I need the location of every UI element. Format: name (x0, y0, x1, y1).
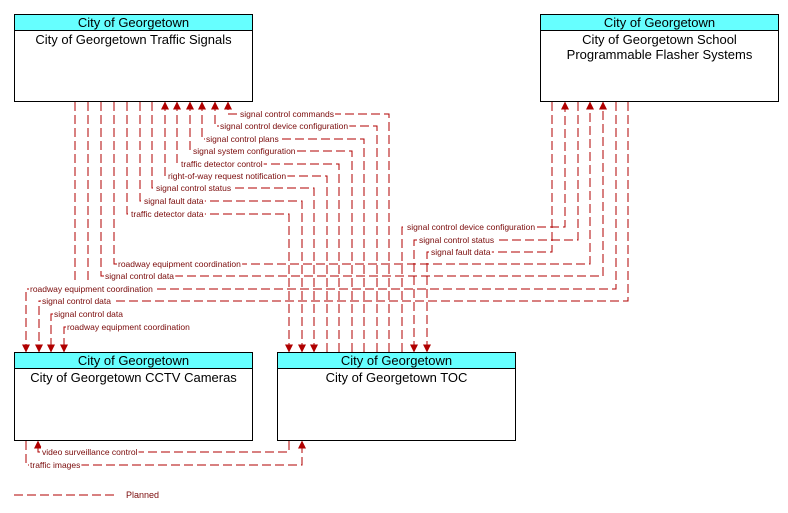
traffic-signals-title: City of Georgetown Traffic Signals (35, 32, 232, 47)
flow-traffic-detector-data-label-bg (130, 209, 205, 219)
flow-flasher-cctv-roadway-coordination-label-bg (29, 284, 155, 294)
flow-signal-fault-data-label: signal fault data (144, 196, 204, 206)
flow-signals-cctv-signal-control-data-label: signal control data (54, 309, 123, 319)
legend-label: Planned (126, 490, 159, 500)
flow-flasher-signal-control-status-label: signal control status (419, 235, 494, 245)
flow-signal-control-plans-label: signal control plans (206, 134, 279, 144)
flow-traffic-detector-control-label: traffic detector control (181, 159, 263, 169)
flow-signal-system-configuration-label: signal system configuration (193, 146, 296, 156)
flow-signal-control-commands-label-bg (239, 109, 336, 119)
flow-signals-cctv-roadway-coordination-label-bg (66, 322, 192, 332)
flasher-systems-title: City of Georgetown School Programmable F… (566, 32, 753, 62)
flow-signals-cctv-signal-control-data-label-bg (53, 309, 125, 319)
flow-signal-fault-data-label-bg (143, 196, 205, 206)
flow-flasher-cctv-signal-control-data-label-bg (41, 296, 113, 306)
flow-flasher-signal-fault-data-label: signal fault data (431, 247, 491, 257)
flow-signal-control-plans-label-bg (205, 134, 280, 144)
toc-header: City of Georgetown (278, 353, 515, 369)
flow-signal-system-configuration-label-bg (192, 146, 297, 156)
cctv-cameras-box[interactable]: City of Georgetown City of Georgetown CC… (14, 352, 253, 441)
flow-signals-flasher-signal-control-data-label-bg (104, 271, 176, 281)
flow-signals-cctv-signal-control-data-line (47, 94, 92, 353)
flasher-systems-box[interactable]: City of Georgetown City of Georgetown Sc… (540, 14, 779, 102)
flow-traffic-detector-control-label-bg (180, 159, 264, 169)
flow-video-surveillance-control-line (34, 440, 290, 453)
flow-signals-flasher-roadway-coordination-label: roadway equipment coordination (118, 259, 241, 269)
flow-signal-control-status-label: signal control status (156, 183, 231, 193)
flow-signal-control-device-configuration-label-bg (219, 121, 350, 131)
flow-signals-flasher-roadway-coordination-label-bg (117, 259, 243, 269)
flow-right-of-way-request-notification-label: right-of-way request notification (168, 171, 286, 181)
flow-traffic-images-label: traffic images (30, 460, 80, 470)
traffic-signals-box[interactable]: City of Georgetown City of Georgetown Tr… (14, 14, 253, 102)
flow-signals-cctv-roadway-coordination-line (60, 94, 79, 353)
flow-traffic-images-label-bg (29, 460, 82, 470)
flow-flasher-cctv-signal-control-data-line (35, 94, 632, 353)
flow-signal-control-commands-label: signal control commands (240, 109, 334, 119)
flow-flasher-signal-fault-data-label-bg (430, 247, 492, 257)
toc-box[interactable]: City of Georgetown City of Georgetown TO… (277, 352, 516, 441)
flow-signals-cctv-roadway-coordination-label: roadway equipment coordination (67, 322, 190, 332)
flow-signals-flasher-signal-control-data-label: signal control data (105, 271, 174, 281)
flow-signal-control-device-configuration-label: signal control device configuration (220, 121, 348, 131)
flow-right-of-way-request-notification-label-bg (167, 171, 288, 181)
flow-flasher-signal-control-status-label-bg (418, 235, 496, 245)
cctv-cameras-title: City of Georgetown CCTV Cameras (30, 370, 237, 385)
cctv-cameras-header: City of Georgetown (15, 353, 252, 369)
flow-flasher-device-configuration-label: signal control device configuration (407, 222, 535, 232)
flow-traffic-images-line (25, 440, 306, 466)
flow-video-surveillance-control-label: video surveillance control (42, 447, 138, 457)
flow-flasher-device-configuration-label-bg (406, 222, 537, 232)
traffic-signals-header: City of Georgetown (15, 15, 252, 31)
flow-video-surveillance-control-label-bg (41, 447, 139, 457)
flasher-systems-header: City of Georgetown (541, 15, 778, 31)
flow-flasher-cctv-roadway-coordination-label: roadway equipment coordination (30, 284, 153, 294)
flow-signal-control-status-label-bg (155, 183, 233, 193)
toc-title: City of Georgetown TOC (325, 370, 468, 385)
flow-flasher-cctv-signal-control-data-label: signal control data (42, 296, 111, 306)
flow-traffic-detector-data-label: traffic detector data (131, 209, 204, 219)
